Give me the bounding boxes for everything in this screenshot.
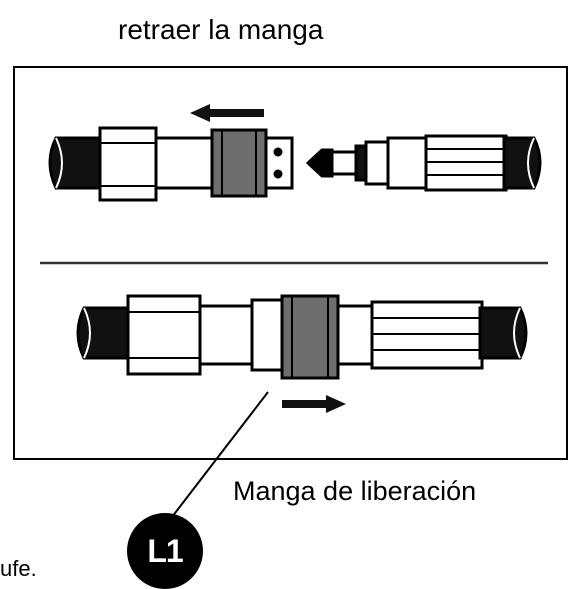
top-coupling xyxy=(48,126,542,202)
top-caption: retraer la manga xyxy=(118,14,324,45)
top-release-sleeve xyxy=(210,128,268,198)
release-sleeve-label: Manga de liberación xyxy=(233,476,477,506)
bottom-right-hose xyxy=(478,306,528,360)
bottom-coupling xyxy=(76,294,528,380)
bottom-plug-body xyxy=(336,304,374,366)
top-right-hose xyxy=(502,136,542,190)
top-plug-body xyxy=(386,136,428,190)
diagram-frame xyxy=(13,66,568,460)
top-plug-nipple xyxy=(305,148,334,178)
arrow-right-icon xyxy=(282,395,346,413)
truncated-text: ufe. xyxy=(0,556,37,581)
callout-badge: L1 xyxy=(127,513,203,589)
bottom-release-sleeve xyxy=(280,294,340,380)
bottom-body xyxy=(198,304,254,366)
top-body xyxy=(154,136,214,190)
top-hex-nut xyxy=(98,126,158,202)
top-socket-end xyxy=(264,136,294,190)
leader-line xyxy=(161,391,269,531)
arrow-left-icon xyxy=(190,104,264,122)
bottom-hex-nut xyxy=(126,294,202,376)
